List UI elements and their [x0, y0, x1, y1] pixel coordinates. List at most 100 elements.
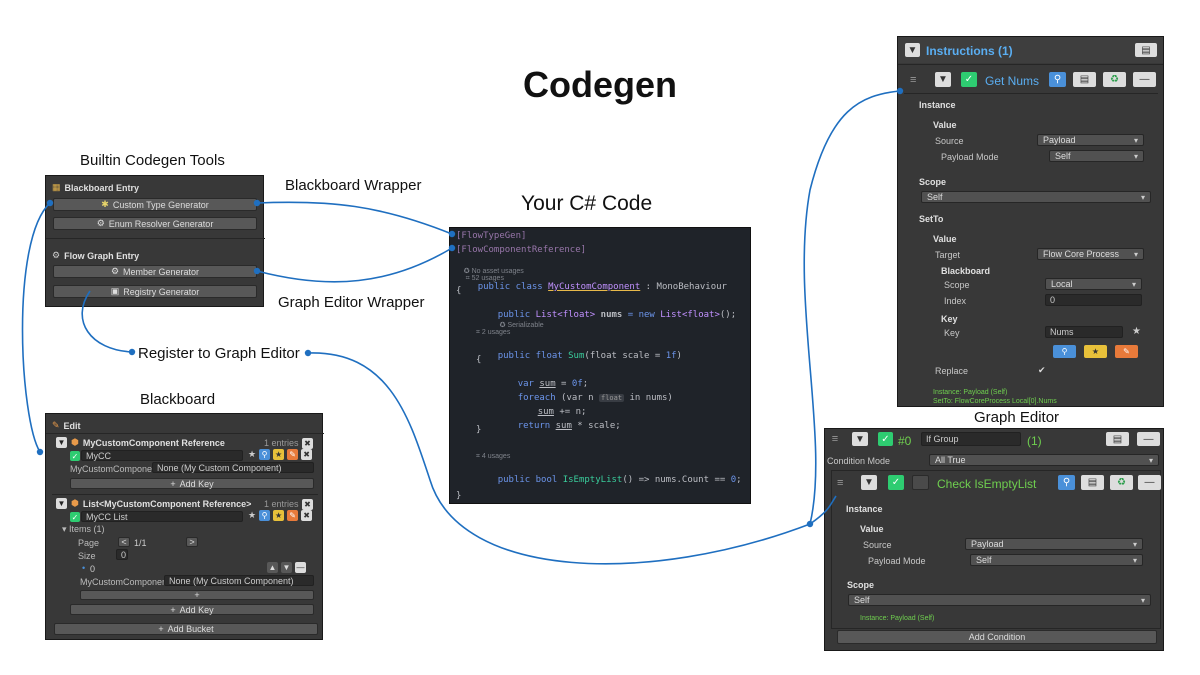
wire-dot [806, 520, 814, 528]
copy-icon[interactable]: ▤ [1073, 72, 1096, 87]
code-number: 0 [730, 475, 737, 485]
payload-mode-dropdown[interactable]: Self [1049, 150, 1144, 162]
recycle-icon[interactable]: ♻ [1103, 72, 1126, 87]
gear-icon: ⚙ [110, 266, 120, 276]
code-punct: ; [582, 379, 589, 389]
source-dropdown[interactable]: Payload [965, 538, 1143, 550]
target-dropdown[interactable]: Flow Core Process [1037, 248, 1144, 260]
edit-icon[interactable]: ✎ [1115, 345, 1138, 358]
index-field[interactable]: 0 [1045, 294, 1142, 306]
code-brace: } [456, 491, 462, 501]
close-icon[interactable]: ✖ [302, 499, 313, 510]
ref-header: MyCustomComponent Reference [82, 437, 225, 448]
list-enabled-checkbox[interactable]: ✓ [70, 512, 80, 522]
target-value: Flow Core Process [1043, 249, 1120, 259]
wire-dot [46, 199, 54, 207]
favorite-icon[interactable]: ★ [1084, 345, 1107, 358]
condition-mode-dropdown[interactable]: All True [929, 454, 1159, 466]
page-label: Page [78, 538, 100, 548]
bb-scope-value: Local [1051, 279, 1073, 289]
flow-graph-icon: ⚙ [52, 250, 61, 260]
drag-handle-icon[interactable]: ≡ [910, 74, 917, 86]
star-icon[interactable]: ★ [1132, 326, 1141, 337]
items-foldout[interactable]: ▾ Items (1) [62, 524, 105, 535]
search-icon[interactable]: ⚲ [259, 510, 271, 521]
group-count: (1) [1027, 434, 1042, 448]
foldout-icon[interactable]: ▼ [905, 43, 920, 57]
bb-scope-dropdown[interactable]: Local [1045, 278, 1142, 290]
wire-member-generator-to-flowcomponentref [256, 247, 453, 283]
ref-object-field[interactable]: None (My Custom Component) [152, 462, 314, 473]
favorite-icon[interactable]: ★ [273, 510, 285, 521]
search-icon[interactable]: ⚲ [1058, 475, 1075, 490]
copy-icon[interactable]: ▤ [1081, 475, 1104, 490]
instance-label: Instance [919, 100, 956, 110]
add-item-button[interactable]: + [80, 590, 314, 600]
code-expr: * scale; [571, 421, 621, 431]
copy-icon[interactable]: ▤ [1135, 43, 1157, 57]
enabled-checkbox[interactable]: ✓ [878, 432, 893, 446]
invert-toggle[interactable] [912, 475, 929, 490]
remove-icon[interactable]: — [1137, 432, 1160, 446]
edit-icon[interactable]: ✎ [287, 510, 299, 521]
code-asset-usages: No asset usages [471, 268, 524, 275]
list-key-field[interactable]: MyCC List [81, 511, 243, 522]
source-dropdown[interactable]: Payload [1037, 134, 1144, 146]
scope-dropdown[interactable]: Self [921, 191, 1151, 203]
favorite-icon[interactable]: ★ [273, 449, 285, 460]
code-keyword: public float [497, 351, 569, 361]
enabled-checkbox[interactable]: ✓ [888, 475, 904, 490]
blackboard-label: Blackboard [941, 266, 991, 276]
code-serializable-hint: Serializable [507, 322, 544, 329]
drag-handle-icon[interactable]: ≡ [837, 477, 844, 489]
ref-field-label: MyCustomComponent [70, 464, 160, 474]
add-bucket-button[interactable]: + Add Bucket [54, 623, 318, 635]
recycle-icon[interactable]: ♻ [1110, 475, 1133, 490]
foldout-icon[interactable]: ▼ [56, 437, 67, 448]
page-next-button[interactable]: > [186, 537, 198, 547]
code-brace: } [476, 425, 482, 435]
drag-handle-icon[interactable]: ≡ [831, 433, 839, 445]
remove-icon[interactable]: — [295, 562, 306, 573]
ref-key-field[interactable]: MyCC [81, 450, 243, 461]
registry-generator-button[interactable]: ▣ Registry Generator [53, 285, 257, 298]
sparkle-icon: ✱ [101, 199, 109, 209]
enabled-checkbox[interactable]: ✓ [961, 72, 977, 87]
close-icon[interactable]: ✖ [301, 510, 313, 521]
key-field[interactable]: Nums [1045, 326, 1123, 338]
usages-icon: ⌗ [476, 329, 480, 336]
item-object-field[interactable]: None (My Custom Component) [164, 575, 314, 586]
page-prev-button[interactable]: < [118, 537, 130, 547]
ref-enabled-checkbox[interactable]: ✓ [70, 451, 80, 461]
foldout-icon[interactable]: ▼ [56, 498, 67, 509]
foldout-icon[interactable]: ▼ [935, 72, 951, 87]
add-key-button-2[interactable]: + Add Key [70, 604, 314, 615]
payload-mode-dropdown[interactable]: Self [970, 554, 1143, 566]
star-icon[interactable]: ★ [248, 449, 257, 459]
star-icon[interactable]: ★ [248, 510, 257, 520]
remove-icon[interactable]: — [1133, 72, 1156, 87]
node-title: Check IsEmptyList [937, 477, 1037, 491]
payload-mode-value: Self [1055, 151, 1071, 161]
foldout-icon[interactable]: ▼ [861, 475, 877, 490]
group-name-field[interactable]: If Group [921, 432, 1021, 446]
edit-icon[interactable]: ✎ [287, 449, 299, 460]
remove-icon[interactable]: — [1138, 475, 1161, 490]
search-icon[interactable]: ⚲ [1053, 345, 1076, 358]
replace-checkbox[interactable]: ✔ [1038, 365, 1046, 375]
condition-mode-value: All True [935, 455, 966, 465]
close-icon[interactable]: ✖ [302, 438, 313, 449]
foldout-icon[interactable]: ▼ [852, 432, 868, 446]
add-key-button[interactable]: + Add Key [70, 478, 314, 489]
copy-icon[interactable]: ▤ [1106, 432, 1129, 446]
move-down-icon[interactable]: ▼ [281, 562, 292, 573]
scope-dropdown[interactable]: Self [848, 594, 1151, 606]
add-condition-button[interactable]: Add Condition [837, 630, 1157, 644]
search-icon[interactable]: ⚲ [1049, 72, 1066, 87]
move-up-icon[interactable]: ▲ [267, 562, 278, 573]
close-icon[interactable]: ✖ [301, 449, 313, 460]
size-field[interactable]: 0 [116, 549, 128, 560]
search-icon[interactable]: ⚲ [259, 449, 271, 460]
scope-label: Scope [847, 580, 875, 590]
enum-resolver-generator-button[interactable]: ⚙ Enum Resolver Generator [53, 217, 257, 230]
